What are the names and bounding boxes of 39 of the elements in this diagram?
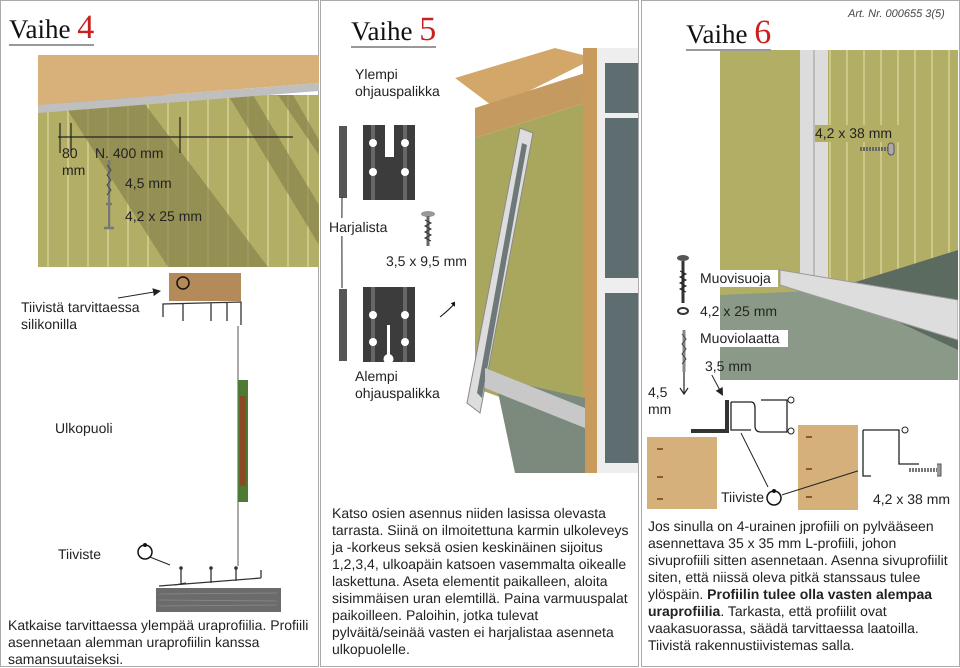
dimension-label: 3,5 x 9,5 mm xyxy=(386,253,468,270)
instruction-text: Katso osien asennus niiden lasissa olevasta tarrasta. Siinä on ilmoitettuna karmin ulkoleveys ja -korkeus seksä osien keskinäinen sijoitus 1,2,3,4, ulkoapäin katsoen vasemmalta oikealle laskettuna. Aseta elementit paikalleen, aloita sisimmäisen uran elemtillä. Paina varmuuspalat paikoilleen. Paloihin, jotka tulevat pylväitä/seinää vasten ei harjalistaa asenneta ulkopuolelle. xyxy=(332,505,630,658)
brush-strip xyxy=(339,289,347,361)
dimension-label: 4,2 x 38 mm xyxy=(873,491,952,508)
dimension-label: 4,5 mm xyxy=(648,384,672,418)
leader-line xyxy=(782,470,858,496)
leader-line xyxy=(341,196,342,218)
brush-strip xyxy=(339,126,347,198)
dimension-label: 4,2 x 25 mm xyxy=(125,208,204,225)
step-heading: Vaihe 4 xyxy=(9,13,94,46)
part-label: Tiiviste xyxy=(58,546,102,563)
instruction-text: Katkaise tarvittaessa ylempää uraprofiilia. Profiili asennetaan alemman uraprofiilin kanssa samansuutaiseksi. xyxy=(8,617,310,668)
dimension-label: 3,5 mm xyxy=(705,358,761,375)
part-label: Tiiviste xyxy=(721,489,765,506)
leader-line xyxy=(341,236,342,288)
instruction-text: Jos sinulla on 4-urainen jprofiili on pylvääseen asennettava 35 x 35 mm L-profiili, johon sivuprofiili sitten asennetaan. Asenna sivuprofiilit siten, että niissä oleva pitkä stanssaus tulee ylöspäin. Profiilin tulee olla vasten alempaa uraprofiilia. Tarkasta, että profiilit ovat vaakasuorassa, säädä tarvittaessa laatoilla. Tiivistä rakennustiivistemas salla. xyxy=(648,518,949,654)
seal-icon xyxy=(765,488,783,506)
leader-line xyxy=(711,374,723,396)
dimension-label: 4,2 x 38 mm xyxy=(815,125,901,142)
dimension-label: N. 400 mm xyxy=(95,145,164,162)
seal-icon xyxy=(136,541,154,561)
dimension-label: 4,2 x 25 mm xyxy=(700,303,778,320)
part-label: Muovisuoja xyxy=(700,270,778,287)
step-panel xyxy=(320,0,639,667)
part-label: Alempi ohjauspalikka xyxy=(355,368,441,402)
step-heading: Vaihe 5 xyxy=(351,15,436,48)
dimension-label: 4,5 mm xyxy=(125,175,173,192)
step-panel xyxy=(0,0,319,667)
callout-text: Tiivistä tarvittaessa silikonilla xyxy=(21,299,161,333)
leader-line xyxy=(740,432,768,488)
part-label: Ylempi ohjauspalikka xyxy=(355,66,441,100)
leader-line xyxy=(149,556,170,566)
part-label: Muoviolaatta xyxy=(700,330,788,347)
part-label: Harjalista xyxy=(329,219,395,236)
step-panel xyxy=(641,0,960,667)
article-number: Art. Nr. 000655 3(5) xyxy=(848,7,946,22)
side-label: Ulkopuoli xyxy=(55,420,114,437)
profile-section-drawing xyxy=(161,271,243,327)
leader-line xyxy=(118,288,161,298)
